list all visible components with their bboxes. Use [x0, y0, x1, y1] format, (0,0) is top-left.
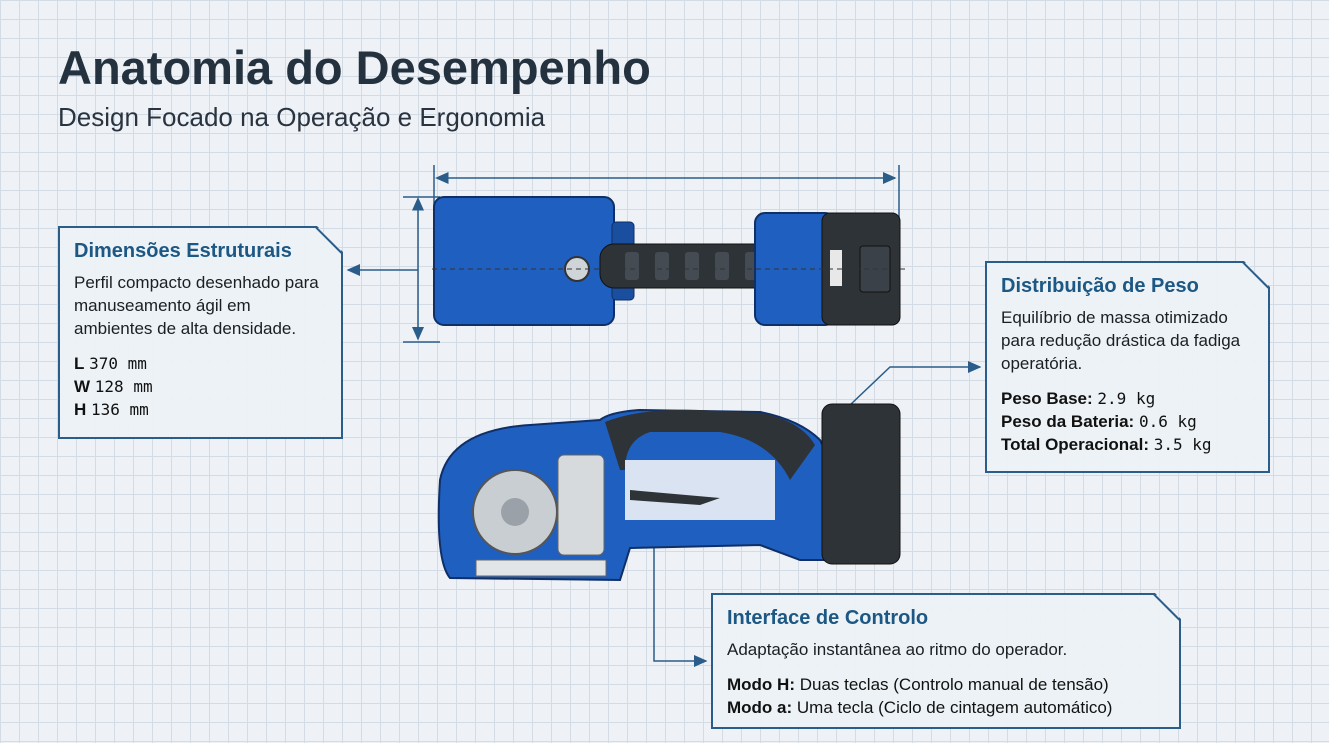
spec-length: L 370 mm	[74, 354, 147, 373]
spec-total-weight: Total Operacional: 3.5 kg	[1001, 435, 1212, 454]
page-title: Anatomia do Desempenho	[58, 41, 651, 94]
dimensions-card: Dimensões Estruturais Perfil compacto de…	[58, 226, 343, 439]
spec-width: W 128 mm	[74, 377, 153, 396]
dimensions-title: Dimensões Estruturais	[74, 240, 292, 262]
dimension-lines	[346, 165, 982, 667]
spec-base-weight: Peso Base: 2.9 kg	[1001, 389, 1156, 408]
tool-side-view	[437, 403, 901, 582]
dimensions-description: Perfil compacto desenhado para manuseame…	[74, 273, 319, 338]
tool-top-view	[432, 196, 905, 326]
weight-card: Distribuição de Peso Equilíbrio de massa…	[985, 261, 1270, 473]
spec-mode-a: Modo a: Uma tecla (Ciclo de cintagem aut…	[727, 698, 1113, 717]
control-title: Interface de Controlo	[727, 607, 929, 629]
spec-mode-h: Modo H: Duas teclas (Controlo manual de …	[727, 675, 1109, 694]
spec-battery-weight: Peso da Bateria: 0.6 kg	[1001, 412, 1197, 431]
control-description: Adaptação instantânea ao ritmo do operad…	[727, 640, 1068, 659]
page-subtitle: Design Focado na Operação e Ergonomia	[58, 102, 546, 132]
weight-title: Distribuição de Peso	[1001, 275, 1199, 297]
spec-height: H 136 mm	[74, 400, 149, 419]
control-card: Interface de Controlo Adaptação instantâ…	[711, 593, 1181, 729]
weight-description: Equilíbrio de massa otimizado para reduç…	[1001, 308, 1241, 373]
